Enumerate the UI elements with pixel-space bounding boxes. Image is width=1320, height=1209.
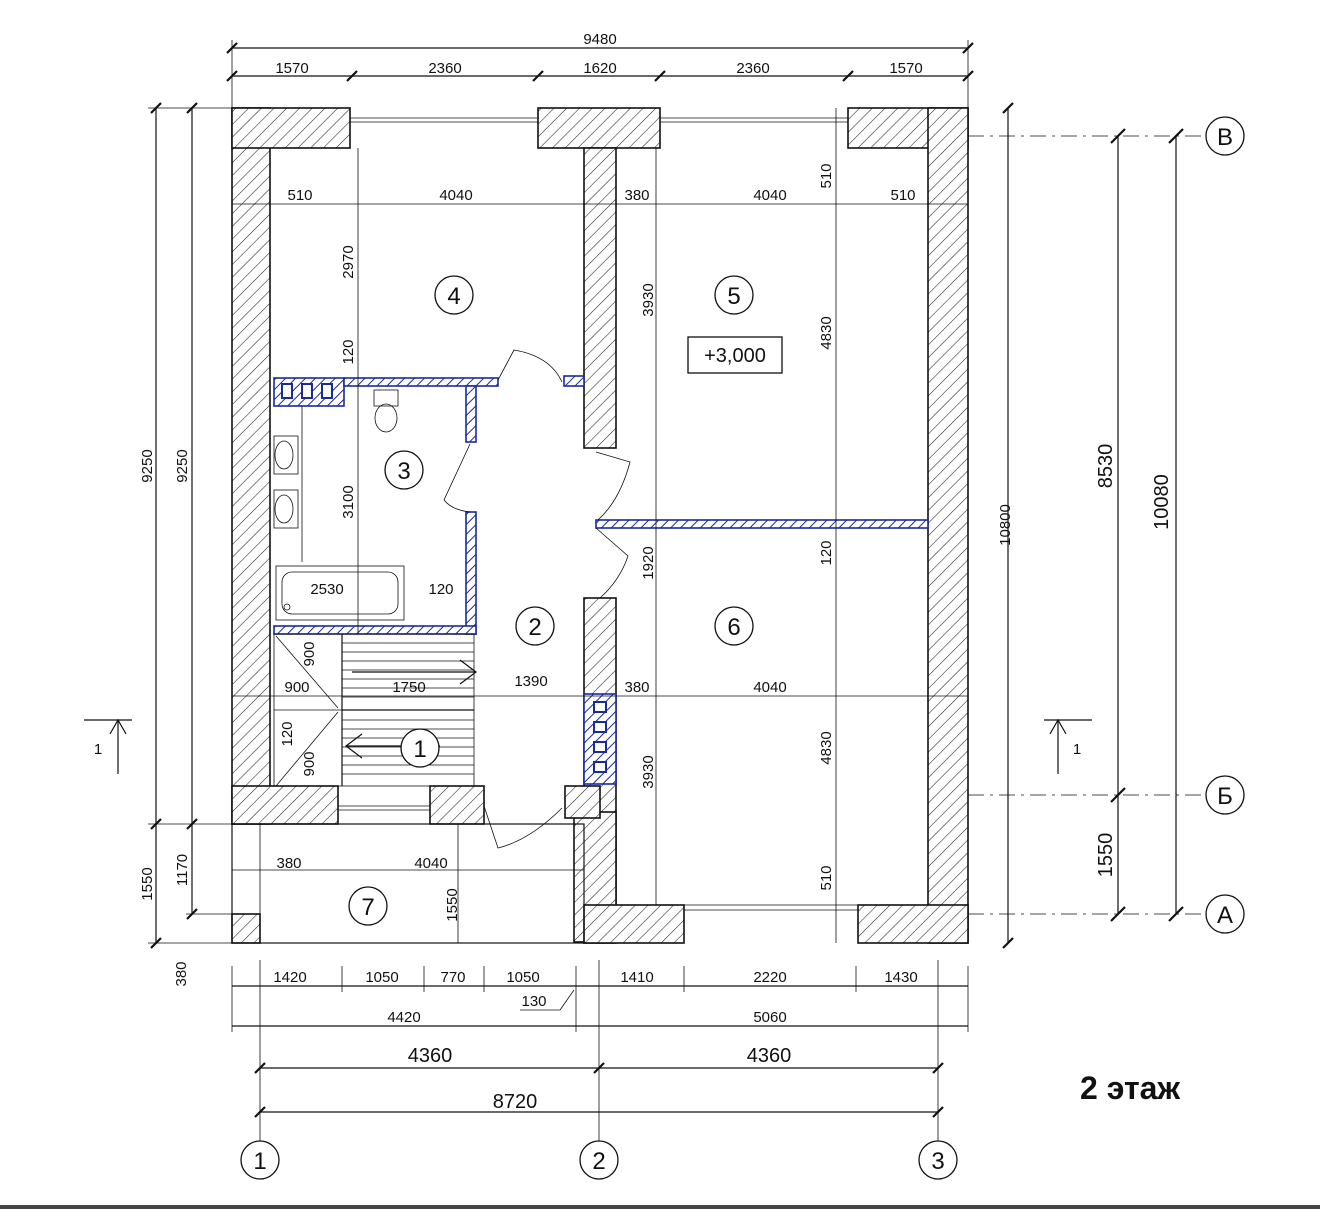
room-number: 7 bbox=[361, 894, 374, 921]
interior-partitions bbox=[273, 375, 929, 785]
dimension-lines bbox=[148, 40, 1205, 1142]
dim-label: 510 bbox=[818, 163, 835, 188]
staircase bbox=[273, 633, 477, 787]
dim-label: 9480 bbox=[583, 31, 616, 48]
dim-label: 4040 bbox=[753, 679, 786, 696]
dim-label: 510 bbox=[890, 187, 915, 204]
dim-label: 2530 bbox=[310, 581, 343, 598]
axis-label: Б bbox=[1217, 783, 1233, 810]
dim-label: 1050 bbox=[506, 969, 539, 986]
room-number: 3 bbox=[397, 458, 410, 485]
dim-label: 4420 bbox=[387, 1009, 420, 1026]
windows bbox=[338, 117, 858, 911]
dim-label: 120 bbox=[340, 339, 357, 364]
terrace bbox=[231, 823, 585, 944]
dim-label: 3930 bbox=[640, 283, 657, 316]
dim-label: 2970 bbox=[340, 245, 357, 278]
dim-label: 4830 bbox=[818, 316, 835, 349]
room-number: 2 bbox=[528, 614, 541, 641]
dim-label: 2360 bbox=[736, 60, 769, 77]
dim-label: 770 bbox=[440, 969, 465, 986]
dim-label: 1620 bbox=[583, 60, 616, 77]
doors bbox=[443, 349, 631, 849]
room-number: 5 bbox=[727, 283, 740, 310]
dim-label: 1570 bbox=[889, 60, 922, 77]
dim-label: 130 bbox=[521, 993, 546, 1010]
dim-label: 1550 bbox=[1095, 833, 1117, 878]
dim-label: 8530 bbox=[1095, 444, 1117, 489]
dim-label: 1410 bbox=[620, 969, 653, 986]
dim-label: 9250 bbox=[174, 449, 191, 482]
dim-label: 380 bbox=[276, 855, 301, 872]
dim-label: 1920 bbox=[640, 546, 657, 579]
dim-label: 900 bbox=[301, 751, 318, 776]
room-number: 1 bbox=[413, 736, 426, 763]
exterior-walls bbox=[231, 107, 969, 944]
dim-label: 380 bbox=[624, 187, 649, 204]
dim-label: 510 bbox=[287, 187, 312, 204]
dim-label: 5060 bbox=[753, 1009, 786, 1026]
axis-markers bbox=[240, 116, 1245, 1180]
dim-label: 380 bbox=[624, 679, 649, 696]
axis-label: В bbox=[1217, 124, 1233, 151]
axis-label: 2 bbox=[592, 1148, 605, 1175]
dim-label: 10800 bbox=[997, 504, 1014, 546]
dim-label: 120 bbox=[428, 581, 453, 598]
dim-label: 380 bbox=[173, 961, 190, 986]
room-number: 4 bbox=[447, 283, 460, 310]
dim-label: 4040 bbox=[439, 187, 472, 204]
axis-label: 1 bbox=[253, 1148, 266, 1175]
dim-label: 3100 bbox=[340, 485, 357, 518]
section-marks bbox=[84, 718, 1092, 774]
axis-label: А bbox=[1217, 902, 1233, 929]
bottom-border bbox=[0, 1205, 1320, 1209]
dim-label: 1550 bbox=[444, 888, 461, 921]
dim-label: 120 bbox=[818, 540, 835, 565]
dim-label: 4040 bbox=[414, 855, 447, 872]
dim-label: 1570 bbox=[275, 60, 308, 77]
level-mark: +3,000 bbox=[704, 345, 766, 367]
level-mark-box bbox=[687, 336, 783, 374]
dim-label: 120 bbox=[279, 721, 296, 746]
dim-label: 1420 bbox=[273, 969, 306, 986]
dim-label: 8720 bbox=[493, 1091, 538, 1113]
dim-label: 1390 bbox=[514, 673, 547, 690]
dim-label: 4360 bbox=[408, 1045, 453, 1067]
dim-label: 1430 bbox=[884, 969, 917, 986]
room-number: 6 bbox=[727, 614, 740, 641]
dim-label: 900 bbox=[301, 641, 318, 666]
dim-label: 1050 bbox=[365, 969, 398, 986]
section-label: 1 bbox=[94, 741, 102, 758]
dim-label: 4040 bbox=[753, 187, 786, 204]
dim-label: 1750 bbox=[392, 679, 425, 696]
room-markers bbox=[348, 275, 754, 926]
dim-label: 900 bbox=[284, 679, 309, 696]
dim-label: 9250 bbox=[139, 449, 156, 482]
dim-label: 1170 bbox=[174, 854, 191, 886]
dim-label: 10080 bbox=[1151, 474, 1173, 530]
floor-title: 2 этаж bbox=[1080, 1070, 1181, 1106]
dim-label: 1550 bbox=[139, 867, 156, 900]
bathroom-fixtures bbox=[273, 389, 405, 621]
dim-label: 4830 bbox=[818, 731, 835, 764]
section-label: 1 bbox=[1073, 741, 1081, 758]
axis-label: 3 bbox=[931, 1148, 944, 1175]
dim-label: 3930 bbox=[640, 755, 657, 788]
dim-label: 4360 bbox=[747, 1045, 792, 1067]
dim-label: 2220 bbox=[753, 969, 786, 986]
dim-label: 510 bbox=[818, 865, 835, 890]
dim-label: 2360 bbox=[428, 60, 461, 77]
